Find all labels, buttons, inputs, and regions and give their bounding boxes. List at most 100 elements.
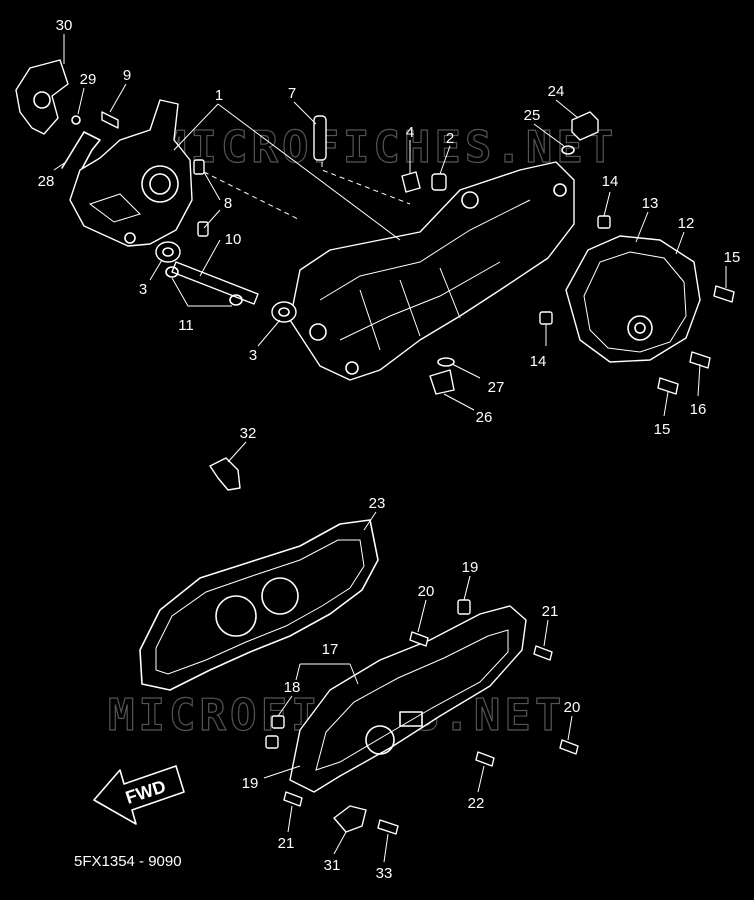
case-main-boss-1 (309, 323, 327, 341)
callout-3b: 3 (249, 347, 257, 364)
callout-33: 33 (376, 865, 393, 882)
lead-13 (635, 211, 649, 243)
bushing-11b (229, 294, 243, 306)
case-left-bore-inner (149, 173, 171, 195)
callout-15a: 15 (724, 249, 741, 266)
right-cover (539, 215, 735, 395)
pin-7 (313, 115, 327, 161)
collar-2 (431, 173, 447, 191)
lead-27 (451, 363, 481, 379)
dowel-14b (539, 311, 553, 325)
cover-rim (315, 629, 509, 771)
cover-right-body (565, 235, 701, 363)
gasket-23-port-2 (261, 577, 299, 615)
cover-boss (365, 725, 395, 755)
dowel-18 (271, 715, 285, 729)
callout-14b: 14 (530, 353, 547, 370)
clip-32 (209, 457, 241, 491)
lead-1 (173, 103, 401, 241)
guide-7 (321, 162, 411, 205)
lead-22 (477, 765, 485, 793)
callout-12: 12 (678, 215, 695, 232)
lead-3b (257, 319, 281, 347)
dowel-8b (197, 221, 209, 237)
lead-26 (443, 393, 475, 411)
case-main-body (289, 161, 575, 381)
lead-15b (663, 391, 669, 417)
bushing-11a (165, 266, 179, 278)
lead-33 (383, 833, 389, 863)
lead-31 (333, 831, 347, 855)
lead-16 (697, 363, 701, 397)
case-left-hole (124, 232, 136, 244)
callout-20a: 20 (418, 583, 435, 600)
lead-20a (417, 599, 427, 633)
washer-27 (437, 357, 455, 367)
plate-30-hole (33, 91, 51, 109)
clip-28 (61, 131, 101, 177)
callout-21a: 21 (542, 603, 559, 620)
lead-2 (439, 145, 451, 175)
shaft-10 (171, 261, 259, 305)
callout-18: 18 (284, 679, 301, 696)
bolt-26 (429, 369, 455, 395)
callout-4: 4 (406, 124, 414, 141)
dowel-14a (597, 215, 611, 229)
bolt-20a (409, 631, 429, 647)
bolt-20b (559, 739, 579, 755)
lead-9 (109, 83, 127, 113)
cover-right-bore-inner (634, 322, 646, 334)
fitting-4 (401, 171, 421, 193)
callout-32: 32 (240, 425, 257, 442)
callout-7: 7 (288, 85, 296, 102)
case-main-rib-1 (319, 199, 531, 301)
bolt-15a (713, 285, 735, 303)
case-main-rib-2 (339, 261, 501, 341)
bolt-22 (475, 751, 495, 767)
gasket-23-inner (155, 539, 365, 675)
fwd-arrow-shape (93, 765, 185, 825)
main-crankcase (203, 111, 599, 395)
lead-32 (227, 441, 247, 463)
case-main-webs (359, 267, 461, 351)
cover-right-gasket-13 (583, 251, 687, 353)
callout-15b: 15 (654, 421, 671, 438)
diagram-code: 5FX1354 - 9090 (74, 853, 182, 870)
callout-8: 8 (224, 195, 232, 212)
callout-24: 24 (548, 83, 565, 100)
case-main-boss-4 (345, 361, 359, 375)
bearing-3b (271, 301, 297, 323)
left-crankcase (15, 59, 259, 306)
bolt-16 (689, 351, 711, 369)
callout-labels: 30 29 9 1 7 4 2 24 25 28 8 10 3 11 3 14 … (38, 17, 741, 882)
dowel-19b (457, 599, 471, 615)
bolt-29 (71, 115, 81, 125)
callout-20b: 20 (564, 699, 581, 716)
lead-17 (295, 663, 359, 685)
case-left-bore (141, 165, 179, 203)
lead-28 (53, 161, 67, 171)
callout-2: 2 (446, 130, 454, 147)
gasket-23 (139, 519, 379, 691)
callout-19b: 19 (462, 559, 479, 576)
bolt-9 (101, 111, 119, 129)
watermark-top: MICROFICHES.NET (160, 122, 617, 173)
dowel-8a (193, 159, 205, 175)
callout-25: 25 (524, 107, 541, 124)
callout-27: 27 (488, 379, 505, 396)
case-main-boss-2 (461, 191, 479, 209)
bolt-15b (657, 377, 679, 395)
callout-21b: 21 (278, 835, 295, 852)
lead-10 (199, 239, 221, 277)
callout-11: 11 (178, 317, 194, 334)
callout-30: 30 (56, 17, 73, 34)
lead-8 (203, 171, 221, 229)
callout-9: 9 (123, 67, 131, 84)
lead-21b (287, 805, 293, 833)
bolt-21b (283, 791, 303, 807)
bolt-33 (377, 819, 399, 835)
callout-16: 16 (690, 401, 707, 418)
callout-28: 28 (38, 173, 55, 190)
